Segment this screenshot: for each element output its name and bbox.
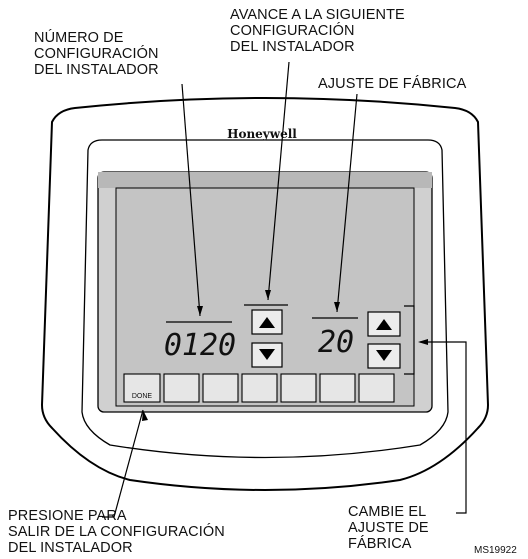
done-button-label: DONE (132, 393, 153, 400)
soft-button-2[interactable] (163, 373, 200, 403)
soft-button-5[interactable] (280, 373, 317, 403)
advance-up-button[interactable] (251, 309, 283, 335)
callout-change-setting: CAMBIE EL AJUSTE DE FÁBRICA (348, 504, 429, 552)
callout-setup-number: NÚMERO DE CONFIGURACIÓN DEL INSTALADOR (34, 30, 159, 78)
setting-up-button[interactable] (367, 311, 401, 337)
figure-code: MS19922 (474, 545, 517, 556)
callout-factory-default: AJUSTE DE FÁBRICA (318, 76, 467, 92)
arrow-up-icon (259, 317, 275, 328)
arrow-down-icon (376, 350, 392, 361)
callout-advance-next: AVANCE A LA SIGUIENTE CONFIGURACIÓN DEL … (230, 7, 405, 55)
soft-button-6[interactable] (319, 373, 356, 403)
setting-down-button[interactable] (367, 343, 401, 369)
setup-number-display: 0120 (164, 328, 236, 363)
factory-setting-display: 20 (318, 325, 354, 360)
soft-button-3[interactable] (202, 373, 239, 403)
callout-press-to-exit: PRESIONE PARA SALIR DE LA CONFIGURACIÓN … (8, 508, 225, 556)
touch-screen (115, 187, 415, 407)
arrow-up-icon (376, 319, 392, 330)
done-button[interactable]: DONE (123, 373, 161, 403)
soft-button-4[interactable] (241, 373, 278, 403)
advance-down-button[interactable] (251, 342, 283, 368)
arrow-down-icon (259, 349, 275, 360)
brand-logo: Honeywell (227, 127, 297, 141)
soft-button-7[interactable] (358, 373, 395, 403)
